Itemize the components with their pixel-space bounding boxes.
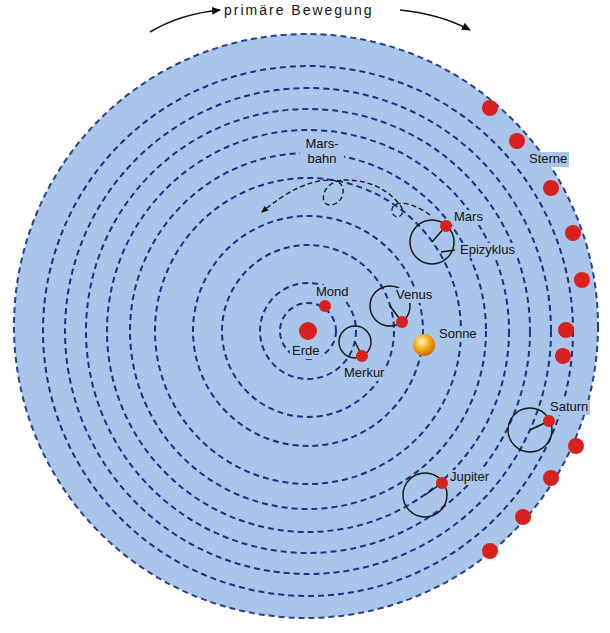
planet-label: Venus <box>394 288 434 303</box>
sun-label: Sonne <box>437 327 479 342</box>
epicycle-label: Epizyklus <box>458 243 517 258</box>
motion-arrow <box>150 10 220 32</box>
planet-label: Mars <box>452 210 485 225</box>
planet-label: Mond <box>314 285 351 300</box>
motion-arrow <box>400 10 470 30</box>
earth-label: Erde <box>290 344 321 359</box>
planet-label: Saturn <box>548 400 590 415</box>
stars-label: Sterne <box>527 152 569 167</box>
planets <box>299 220 555 489</box>
sun <box>413 334 435 356</box>
motion-label: primäre Bewegung <box>222 2 376 18</box>
deferent-orbits <box>43 66 573 596</box>
orbit-label: Mars- bahn <box>300 137 344 167</box>
planet-label: Merkur <box>342 366 386 381</box>
stars <box>482 100 590 559</box>
epicycles <box>339 220 552 517</box>
celestial-sphere <box>14 34 598 618</box>
planet-label: Jupiter <box>448 470 491 485</box>
mars-path <box>262 180 430 217</box>
